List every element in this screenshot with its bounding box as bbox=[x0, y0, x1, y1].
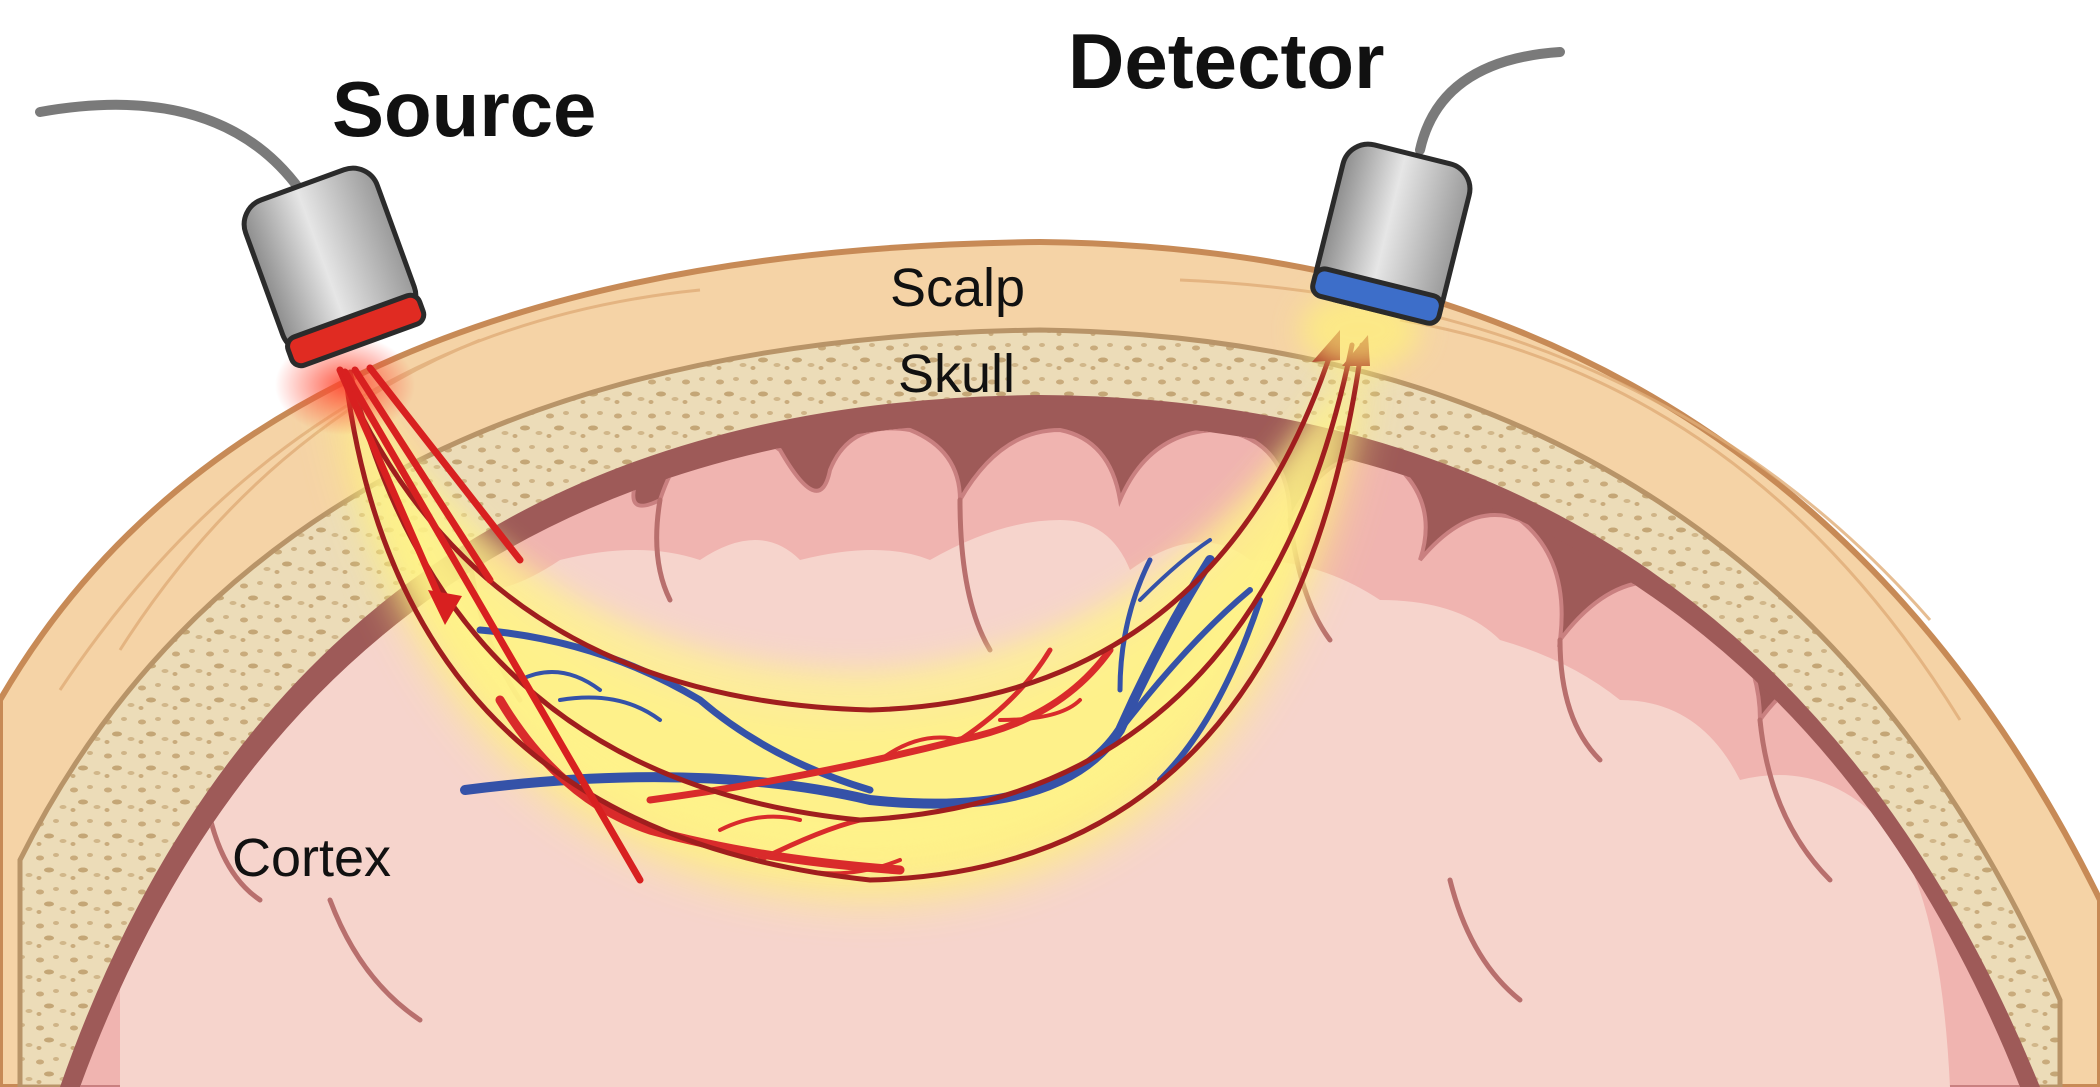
source-label: Source bbox=[332, 65, 596, 153]
light-banana-core bbox=[340, 350, 1360, 860]
detector-label: Detector bbox=[1068, 17, 1384, 105]
incident-arrowhead bbox=[428, 590, 462, 625]
incident-rays bbox=[336, 364, 644, 884]
skull-label: Skull bbox=[898, 344, 1015, 404]
light-detector-probe-icon bbox=[1310, 47, 1565, 326]
arteries bbox=[495, 646, 1114, 876]
cortex-label: Cortex bbox=[232, 828, 391, 888]
light-source-probe-icon bbox=[35, 99, 427, 369]
scalp-label: Scalp bbox=[890, 258, 1025, 318]
